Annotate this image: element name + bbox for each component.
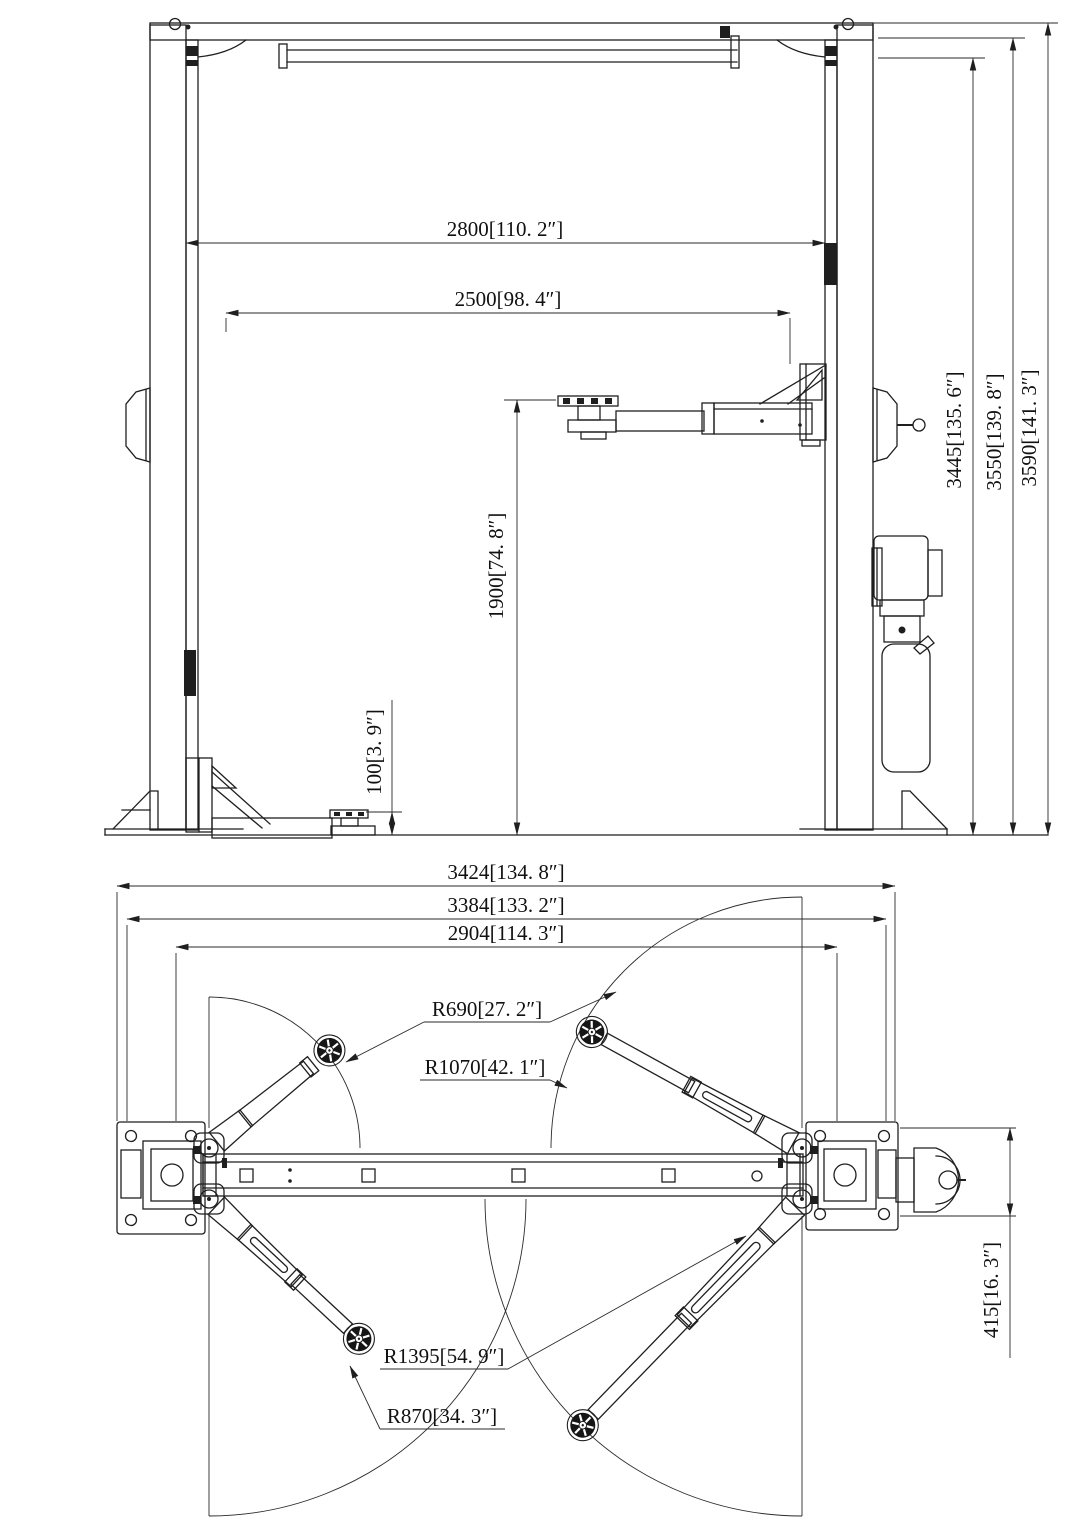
dim-column-spacing: 2800[110. 2″] — [185, 217, 826, 247]
arm-inner-tube — [615, 410, 705, 432]
arm-front-left — [208, 1034, 346, 1152]
dim-min-pad-height: 100[3. 9″] — [362, 700, 402, 836]
wheel-pad — [342, 1322, 375, 1355]
lock-ladder-right — [824, 243, 837, 285]
dim-label-r1395: R1395[54. 9″] — [384, 1344, 505, 1368]
filler-spout — [913, 635, 935, 655]
arm-front-right — [575, 1015, 800, 1155]
dim-height-3550: 3550[139. 8″] — [878, 37, 1025, 836]
dim-label-r1070: R1070[42. 1″] — [425, 1055, 546, 1079]
wheel-pad — [313, 1034, 346, 1067]
beam-gusset-right — [776, 39, 826, 58]
dim-label-100: 100[3. 9″] — [362, 709, 386, 795]
top-rail — [278, 26, 740, 69]
swing-arc-front-left — [208, 996, 361, 1149]
lift-arm-lowered — [185, 757, 376, 839]
junction-box — [927, 549, 943, 597]
base-gusset-left — [104, 790, 244, 836]
wheel-pad — [575, 1015, 608, 1049]
oil-tank — [881, 643, 931, 773]
lift-arm-raised — [557, 363, 827, 447]
release-handle — [872, 387, 926, 463]
right-column — [824, 17, 874, 831]
lock-ladder-left — [184, 650, 196, 696]
arm-pivots — [193, 1132, 813, 1215]
left-column — [149, 17, 199, 831]
dim-drive-through: 2500[98. 4″] — [225, 287, 791, 364]
dim-label-3590: 3590[141. 3″] — [1017, 369, 1041, 486]
dim-label-3384: 3384[133. 2″] — [447, 893, 564, 917]
dim-label-3445: 3445[135. 6″] — [942, 371, 966, 488]
column-cover-left — [125, 387, 151, 463]
swing-arc-front-right — [550, 896, 803, 1149]
power-unit — [871, 535, 943, 773]
overhead-beam — [149, 22, 874, 41]
beam-gusset-left — [197, 39, 247, 58]
carriage-right — [759, 363, 827, 447]
swing-arc-rear-left — [208, 1198, 527, 1517]
dim-outside-baseplates: 3384[133. 2″] — [126, 893, 887, 1121]
dim-overall-length: 3424[134. 8″] — [116, 860, 896, 1121]
label-front-arm-min: R690[27. 2″] — [345, 991, 617, 1063]
wheel-pad — [566, 1409, 599, 1442]
dim-height-3445: 3445[135. 6″] — [878, 57, 985, 836]
base-gusset-right — [799, 790, 948, 836]
label-rear-arm-max: R1395[54. 9″] — [380, 1235, 747, 1370]
dim-label-3550: 3550[139. 8″] — [982, 373, 1006, 490]
dim-label-r690: R690[27. 2″] — [432, 997, 542, 1021]
dim-lift-height: 1900[74. 8″] — [484, 399, 556, 836]
dim-label-2500: 2500[98. 4″] — [455, 287, 562, 311]
handle-knob — [912, 418, 926, 432]
front-elevation-view: 2800[110. 2″] 2500[98. 4″] 1900[74. 8″] … — [104, 17, 1058, 839]
plan-view: 3424[134. 8″] 3384[133. 2″] 2904[114. 3″… — [116, 860, 1016, 1517]
lift-pad-lowered — [329, 809, 376, 836]
arm-rear-left — [207, 1196, 375, 1355]
dim-label-415: 415[16. 3″] — [979, 1242, 1003, 1338]
crossbeam — [202, 1153, 804, 1197]
arm-rear-right — [566, 1196, 806, 1442]
power-unit-plan — [895, 1147, 966, 1213]
arm-outer-tube — [713, 402, 813, 435]
swing-arc-rear-right — [484, 1198, 803, 1517]
dim-label-2800: 2800[110. 2″] — [447, 217, 563, 241]
dim-height-3590: 3590[141. 3″] — [873, 22, 1058, 836]
dim-inside-columns: 2904[114. 3″] — [175, 921, 838, 1121]
column-section-left — [120, 1140, 202, 1210]
baseplate-right — [805, 1121, 899, 1231]
label-rear-arm-min: R870[34. 3″] — [349, 1365, 505, 1430]
dim-label-1900: 1900[74. 8″] — [484, 513, 508, 620]
lift-pad-raised — [557, 395, 619, 440]
label-front-arm-max: R1070[42. 1″] — [420, 1055, 568, 1089]
column-section-right — [810, 1140, 897, 1210]
dim-label-r870: R870[34. 3″] — [387, 1404, 497, 1428]
dim-label-3424: 3424[134. 8″] — [447, 860, 564, 884]
dim-baseplate-depth: 415[16. 3″] — [900, 1127, 1016, 1358]
dim-label-2904: 2904[114. 3″] — [448, 921, 564, 945]
